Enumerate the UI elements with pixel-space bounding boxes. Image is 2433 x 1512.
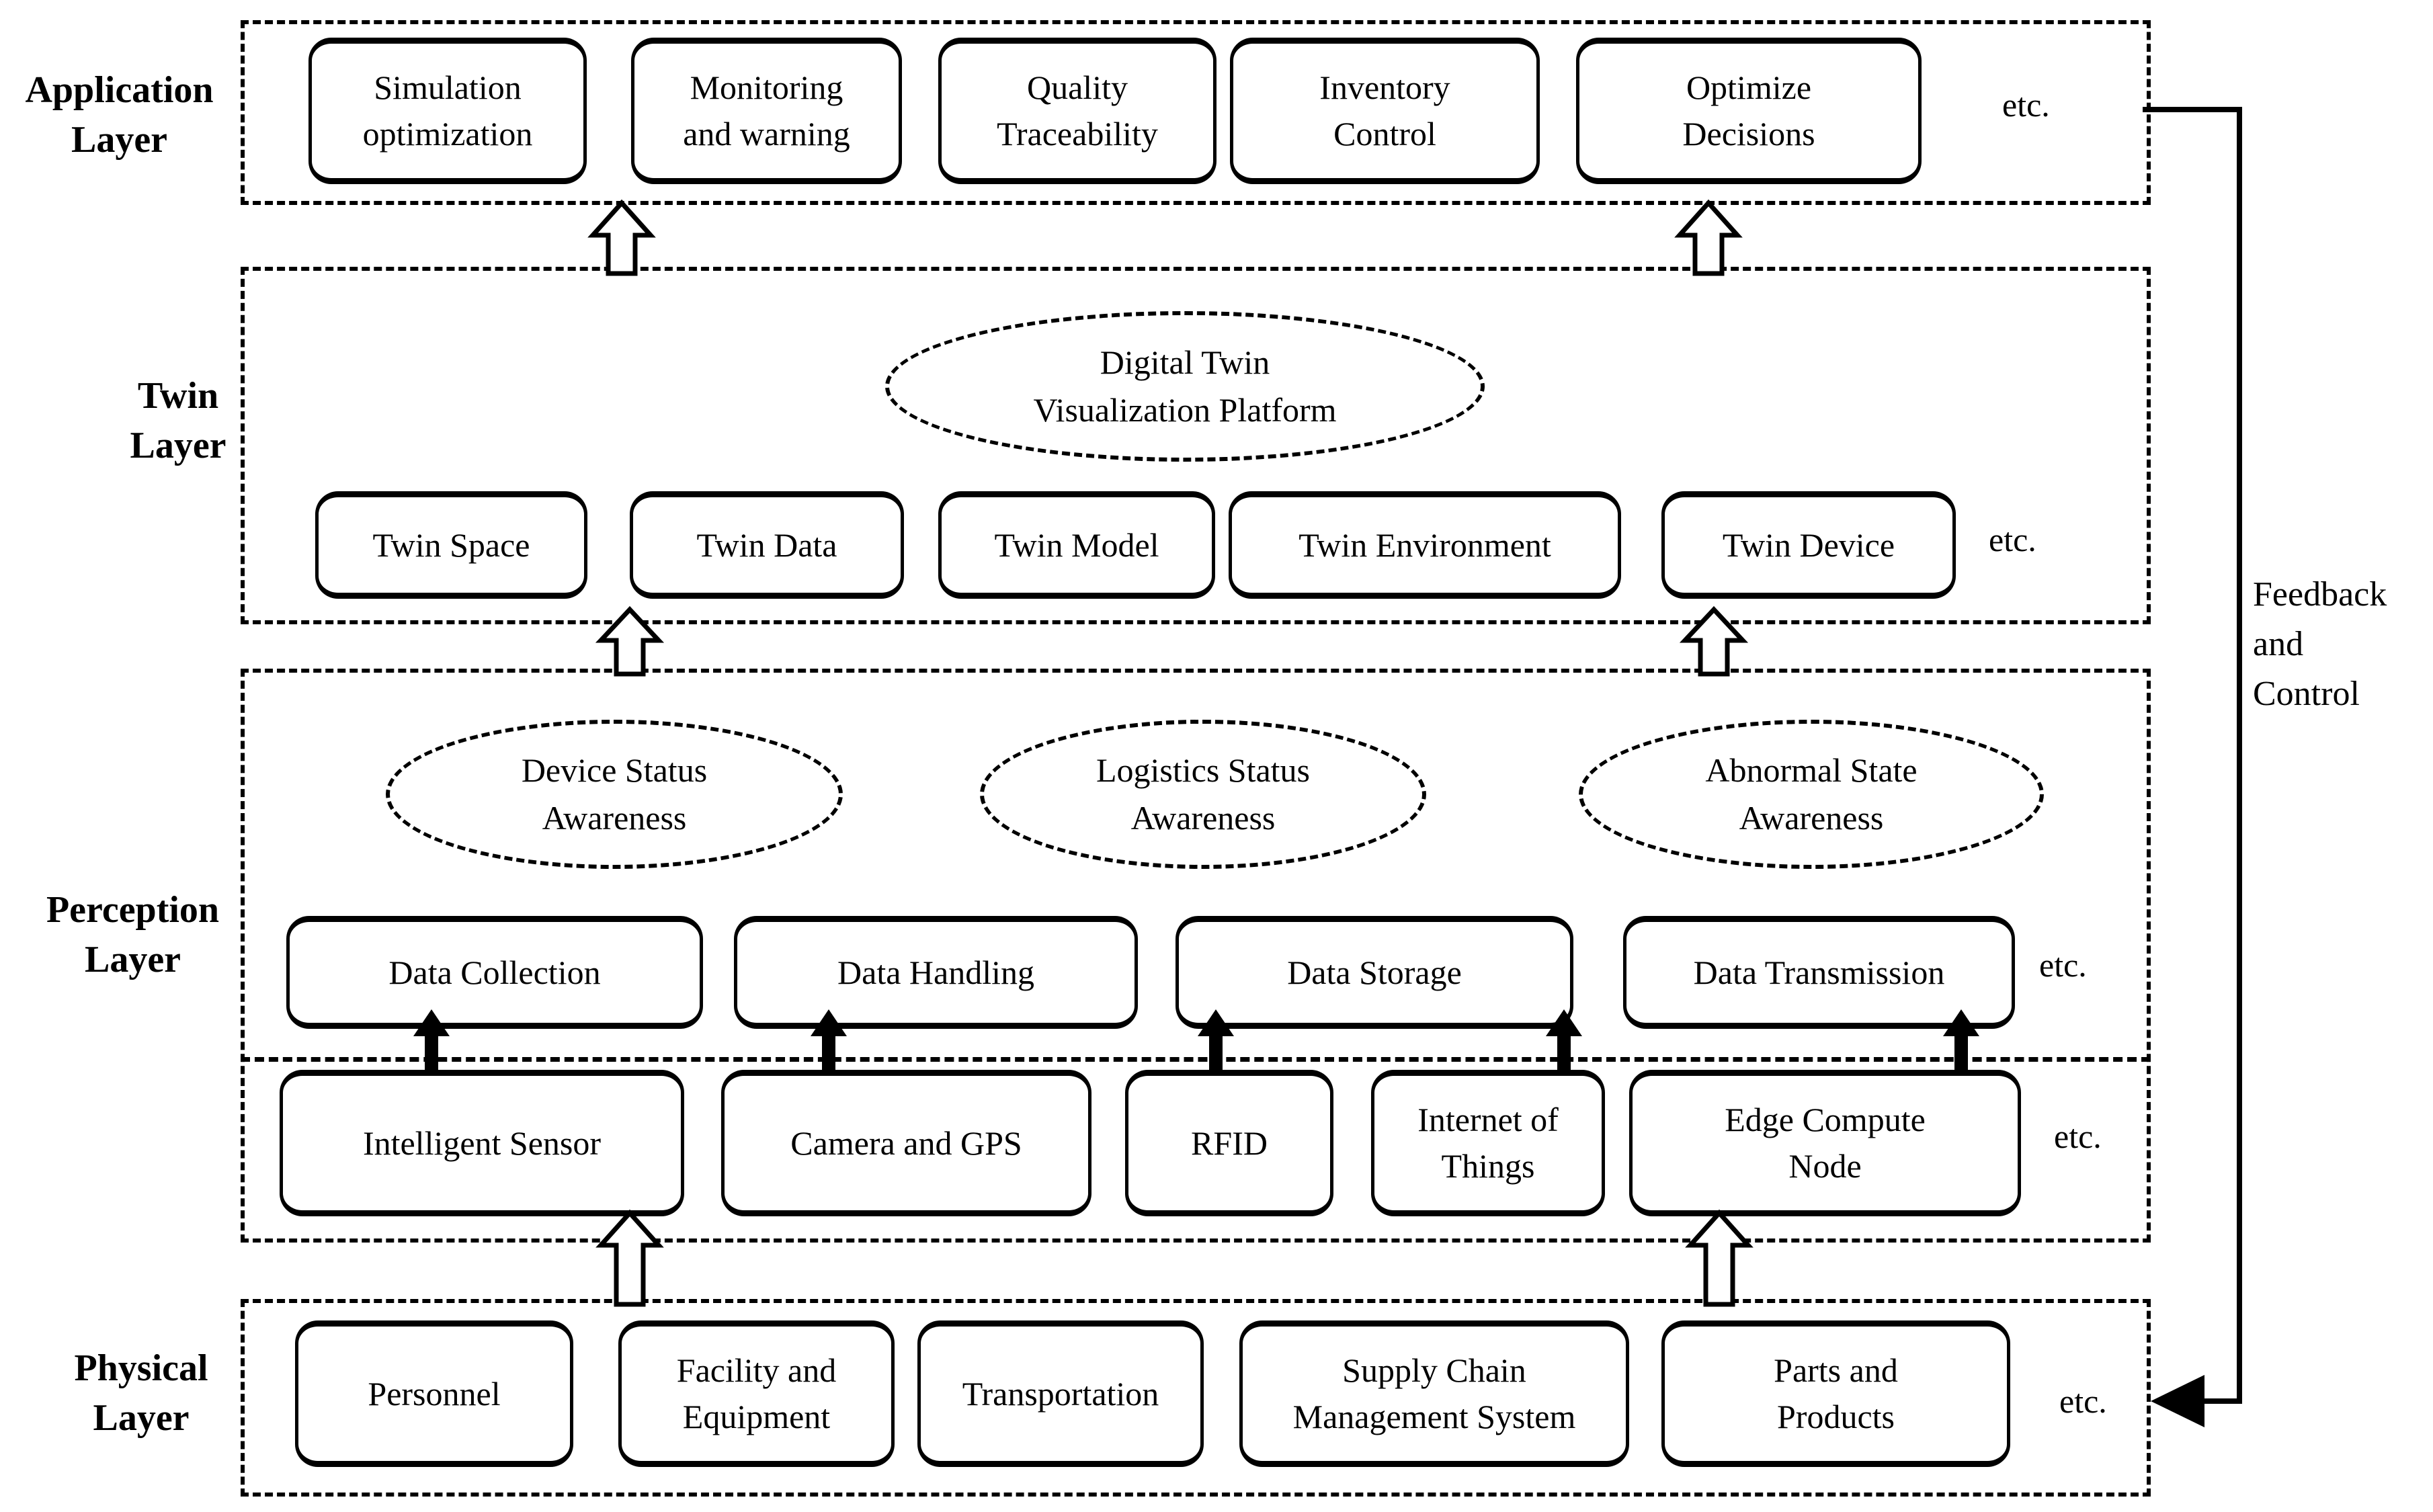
application-box-inventory-control: Inventory Control <box>1230 38 1540 184</box>
physical-layer-box: Personnel Facility and Equipment Transpo… <box>241 1299 2151 1497</box>
physical-box-transportation: Transportation <box>917 1320 1204 1467</box>
perception-box-camera-and-gps: Camera and GPS <box>721 1070 1091 1216</box>
twin-box-twin-data: Twin Data <box>630 491 904 599</box>
twin-layer-label: Twin Layer <box>130 375 226 466</box>
device-status-awareness-ellipse: Device Status Awareness <box>386 720 843 869</box>
physical-box-personnel: Personnel <box>295 1320 573 1467</box>
perception-divider-line <box>241 1057 2151 1062</box>
application-layer-label: Application Layer <box>25 69 214 161</box>
twin-layer-box: Digital Twin Visualization Platform Twin… <box>241 267 2151 624</box>
feedback-line <box>2143 107 2242 1404</box>
physical-layer-label: Physical Layer <box>74 1347 208 1439</box>
perception-box-edge-compute-node: Edge Compute Node <box>1629 1070 2021 1216</box>
perception-lower-etc-label: etc. <box>2054 1118 2102 1155</box>
perception-box-intelligent-sensor: Intelligent Sensor <box>280 1070 684 1216</box>
application-box-optimize-decisions: Optimize Decisions <box>1576 38 1922 184</box>
physical-box-supply-chain-management-system: Supply Chain Management System <box>1239 1320 1629 1467</box>
twin-box-twin-model: Twin Model <box>938 491 1215 599</box>
perception-box-data-storage: Data Storage <box>1176 916 1573 1029</box>
physical-box-facility-and-equipment: Facility and Equipment <box>618 1320 895 1467</box>
perception-box-data-collection: Data Collection <box>286 916 703 1029</box>
twin-etc-label: etc. <box>1989 521 2036 558</box>
application-layer-box: Simulation optimization Monitoring and w… <box>241 20 2151 205</box>
digital-twin-visualization-platform-ellipse: Digital Twin Visualization Platform <box>885 311 1485 462</box>
perception-box-data-transmission: Data Transmission <box>1623 916 2015 1029</box>
up-arrow-icon-twin-to-app-right <box>1674 199 1743 276</box>
physical-box-parts-and-products: Parts and Products <box>1661 1320 2010 1467</box>
feedback-arrowhead-icon <box>2151 1375 2204 1427</box>
logistics-status-awareness-ellipse: Logistics Status Awareness <box>980 720 1426 869</box>
perception-box-internet-of-things: Internet of Things <box>1371 1070 1605 1216</box>
twin-box-twin-environment: Twin Environment <box>1229 491 1621 599</box>
twin-box-twin-device: Twin Device <box>1661 491 1956 599</box>
feedback-and-control-label: Feedback and Control <box>2253 575 2387 713</box>
up-arrow-icon-twin-to-app-left <box>587 199 656 276</box>
twin-box-twin-space: Twin Space <box>315 491 587 599</box>
perception-box-rfid: RFID <box>1125 1070 1333 1216</box>
perception-upper-etc-label: etc. <box>2039 946 2087 984</box>
physical-etc-label: etc. <box>2059 1382 2107 1420</box>
application-box-monitoring-and-warning: Monitoring and warning <box>631 38 902 184</box>
perception-box-data-handling: Data Handling <box>734 916 1138 1029</box>
perception-layer-label: Perception Layer <box>46 889 220 980</box>
abnormal-state-awareness-ellipse: Abnormal State Awareness <box>1579 720 2044 869</box>
application-box-quality-traceability: Quality Traceability <box>938 38 1216 184</box>
application-box-simulation-optimization: Simulation optimization <box>308 38 587 184</box>
application-etc-label: etc. <box>2002 86 2050 124</box>
perception-layer-box: Device Status Awareness Logistics Status… <box>241 669 2151 1243</box>
